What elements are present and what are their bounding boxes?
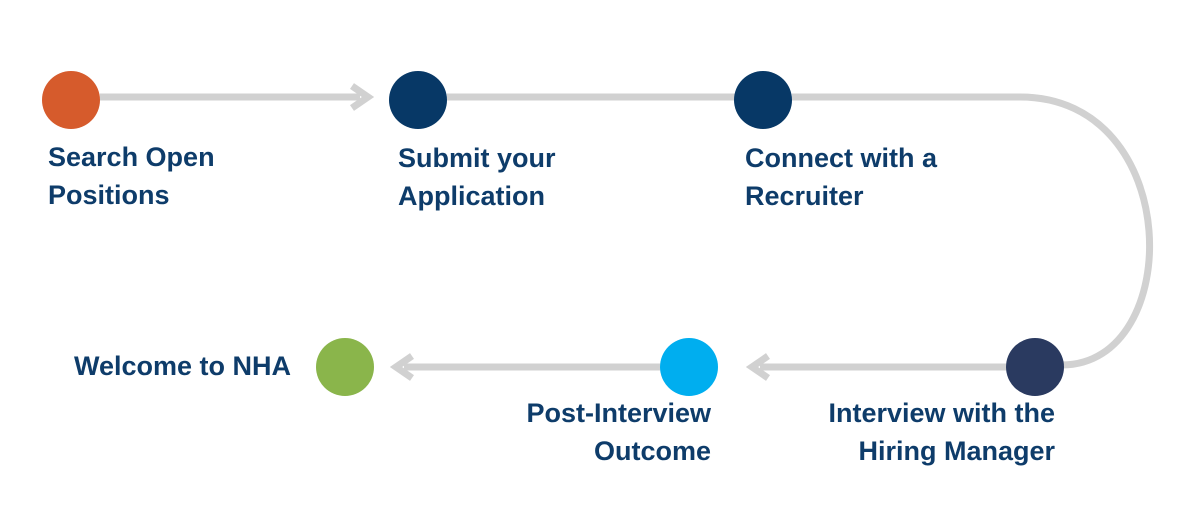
step-label-line: Search Open (48, 142, 215, 172)
step-label-interview-hiring-manager: Interview with the Hiring Manager (828, 394, 1055, 470)
step-node-post-interview-outcome (660, 338, 718, 396)
step-node-connect-recruiter (734, 71, 792, 129)
step-label-line: Outcome (593, 436, 711, 466)
step-label-connect-recruiter: Connect with a Recruiter (745, 139, 937, 215)
step-label-post-interview-outcome: Post-Interview Outcome (526, 394, 711, 470)
step-node-welcome-to-nha (316, 338, 374, 396)
step-label-line: Connect with a (745, 143, 938, 173)
step-node-interview-hiring-manager (1006, 338, 1064, 396)
step-label-line: Welcome to NHA (73, 351, 291, 381)
step-label-line: Recruiter (745, 181, 864, 211)
arrow-head-left-icon (745, 353, 770, 381)
arrow-head-left-icon (389, 353, 414, 381)
step-label-line: Hiring Manager (858, 436, 1055, 466)
step-label-line: Post-Interview (526, 398, 711, 428)
step-label-line: Submit your (398, 143, 556, 173)
step-label-line: Positions (48, 180, 170, 210)
step-node-search-open-positions (42, 71, 100, 129)
step-node-submit-application (389, 71, 447, 129)
connector-curve-3-4 (792, 93, 1154, 369)
step-label-submit-application: Submit your Application (398, 139, 556, 215)
arrow-head-right-icon (350, 83, 375, 111)
step-label-welcome-to-nha: Welcome to NHA (74, 347, 291, 385)
step-label-line: Application (398, 181, 545, 211)
step-label-line: Interview with the (828, 398, 1055, 428)
step-label-search-open-positions: Search Open Positions (48, 138, 215, 214)
